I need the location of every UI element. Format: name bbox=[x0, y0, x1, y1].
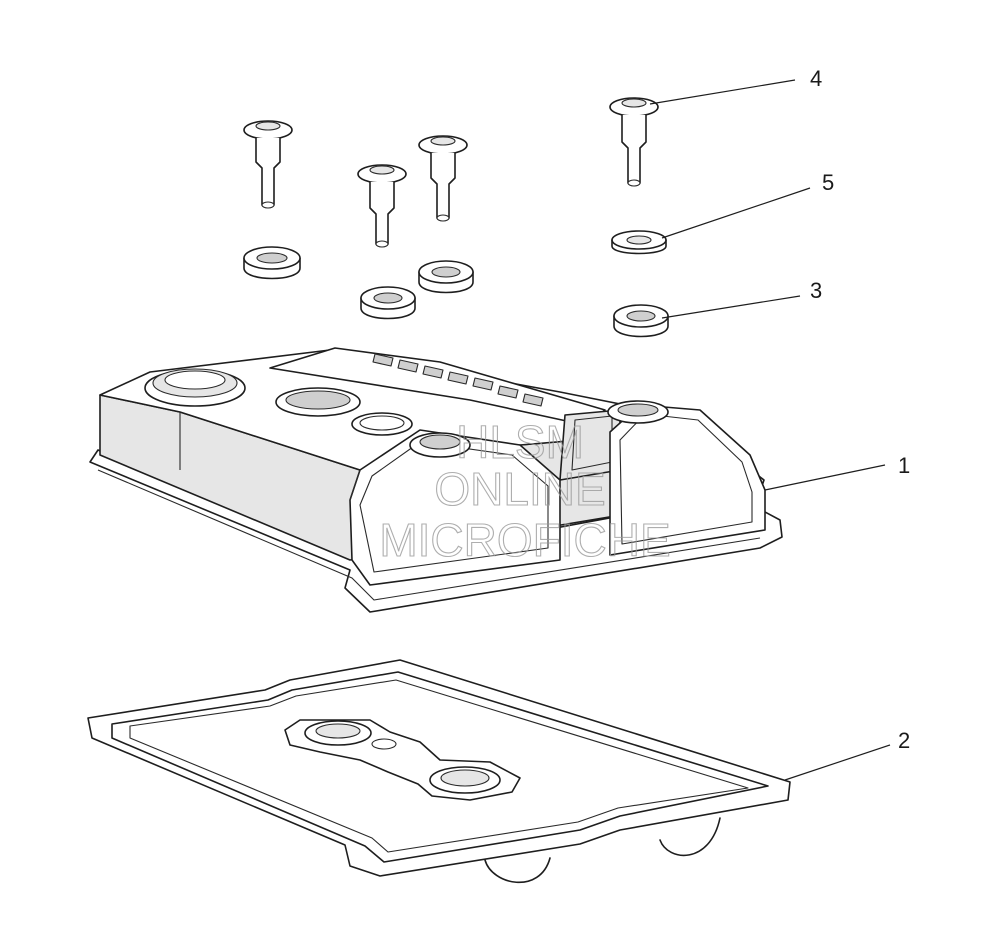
callout-3: 3 bbox=[810, 278, 822, 303]
grommet-b bbox=[360, 286, 416, 320]
leader-3 bbox=[661, 295, 801, 319]
grommets bbox=[243, 246, 669, 338]
bolt-d-part-4 bbox=[609, 97, 659, 187]
leader-1 bbox=[764, 464, 886, 491]
valve-cover-part-1 bbox=[89, 347, 783, 613]
leader-4 bbox=[649, 79, 796, 105]
valve-cover-gasket-part-2 bbox=[87, 659, 791, 884]
bolt-a bbox=[243, 120, 293, 209]
grommet-a bbox=[243, 246, 301, 280]
callout-4: 4 bbox=[810, 66, 822, 91]
leader-5 bbox=[661, 187, 811, 239]
callout-2: 2 bbox=[898, 728, 910, 753]
leader-2 bbox=[784, 744, 891, 781]
washer-part-5 bbox=[611, 230, 667, 255]
callout-5: 5 bbox=[822, 170, 834, 195]
watermark-line-1: HLSM bbox=[456, 416, 584, 468]
bolt-c bbox=[418, 135, 468, 222]
grommet-part-3 bbox=[613, 304, 669, 338]
mounting-bolts bbox=[243, 97, 659, 248]
bolt-b bbox=[357, 164, 407, 248]
watermark-line-2: ONLINE bbox=[434, 463, 605, 515]
watermark-line-3: MICROFICHE bbox=[379, 514, 670, 566]
watermark: HLSM ONLINE MICROFICHE bbox=[379, 415, 671, 566]
grommet-c bbox=[418, 260, 474, 294]
leader-lines bbox=[649, 79, 891, 781]
callout-1: 1 bbox=[898, 453, 910, 478]
